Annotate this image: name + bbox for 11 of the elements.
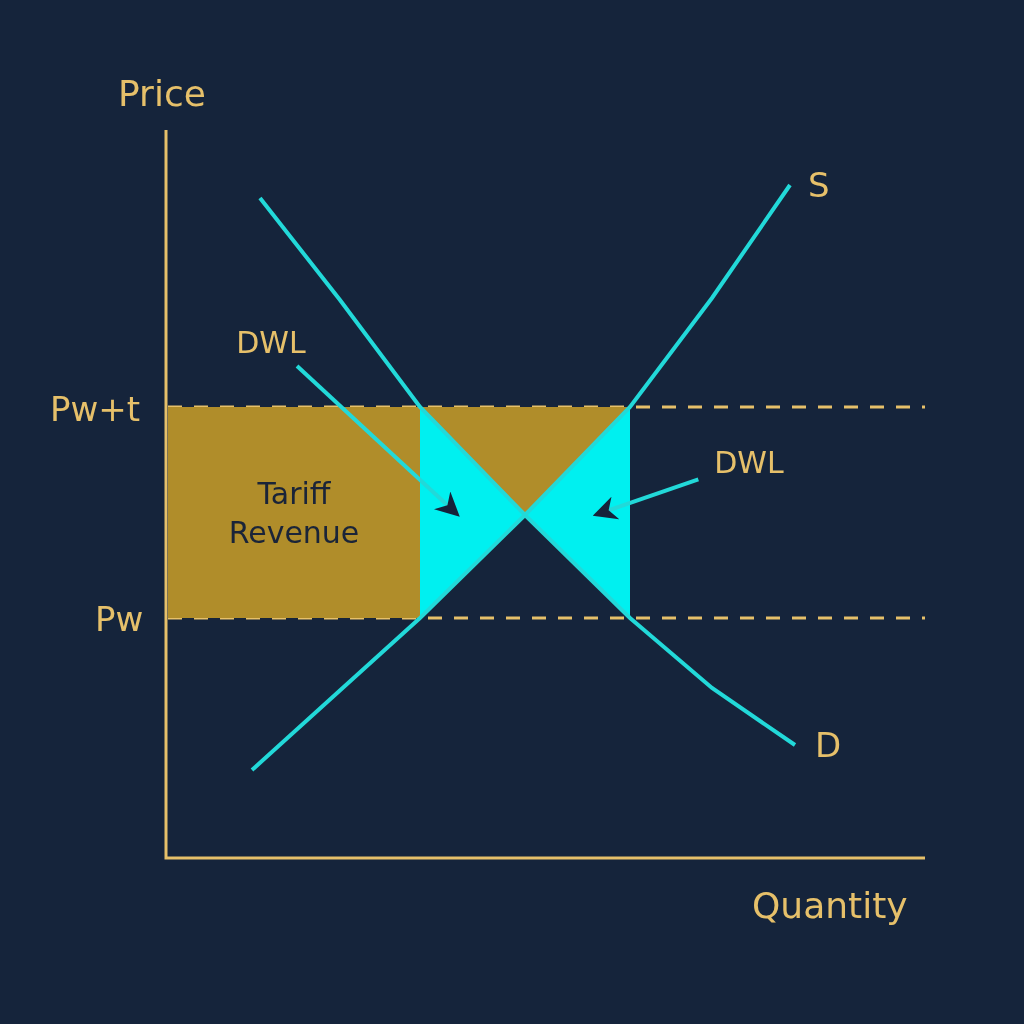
leader-arrow: [295, 364, 460, 517]
axis-label: D: [815, 728, 842, 762]
deadweight-loss-area: [525, 407, 630, 618]
axis-label: Pw: [95, 602, 144, 636]
leader-arrow: [592, 477, 699, 520]
area-label: DWL: [704, 442, 794, 482]
axis-label: S: [808, 168, 830, 202]
axis-label: Quantity: [752, 888, 908, 924]
area-label: DWL: [226, 322, 316, 362]
axis-label: Price: [118, 76, 206, 112]
axis-label: Pw+t: [50, 392, 141, 426]
